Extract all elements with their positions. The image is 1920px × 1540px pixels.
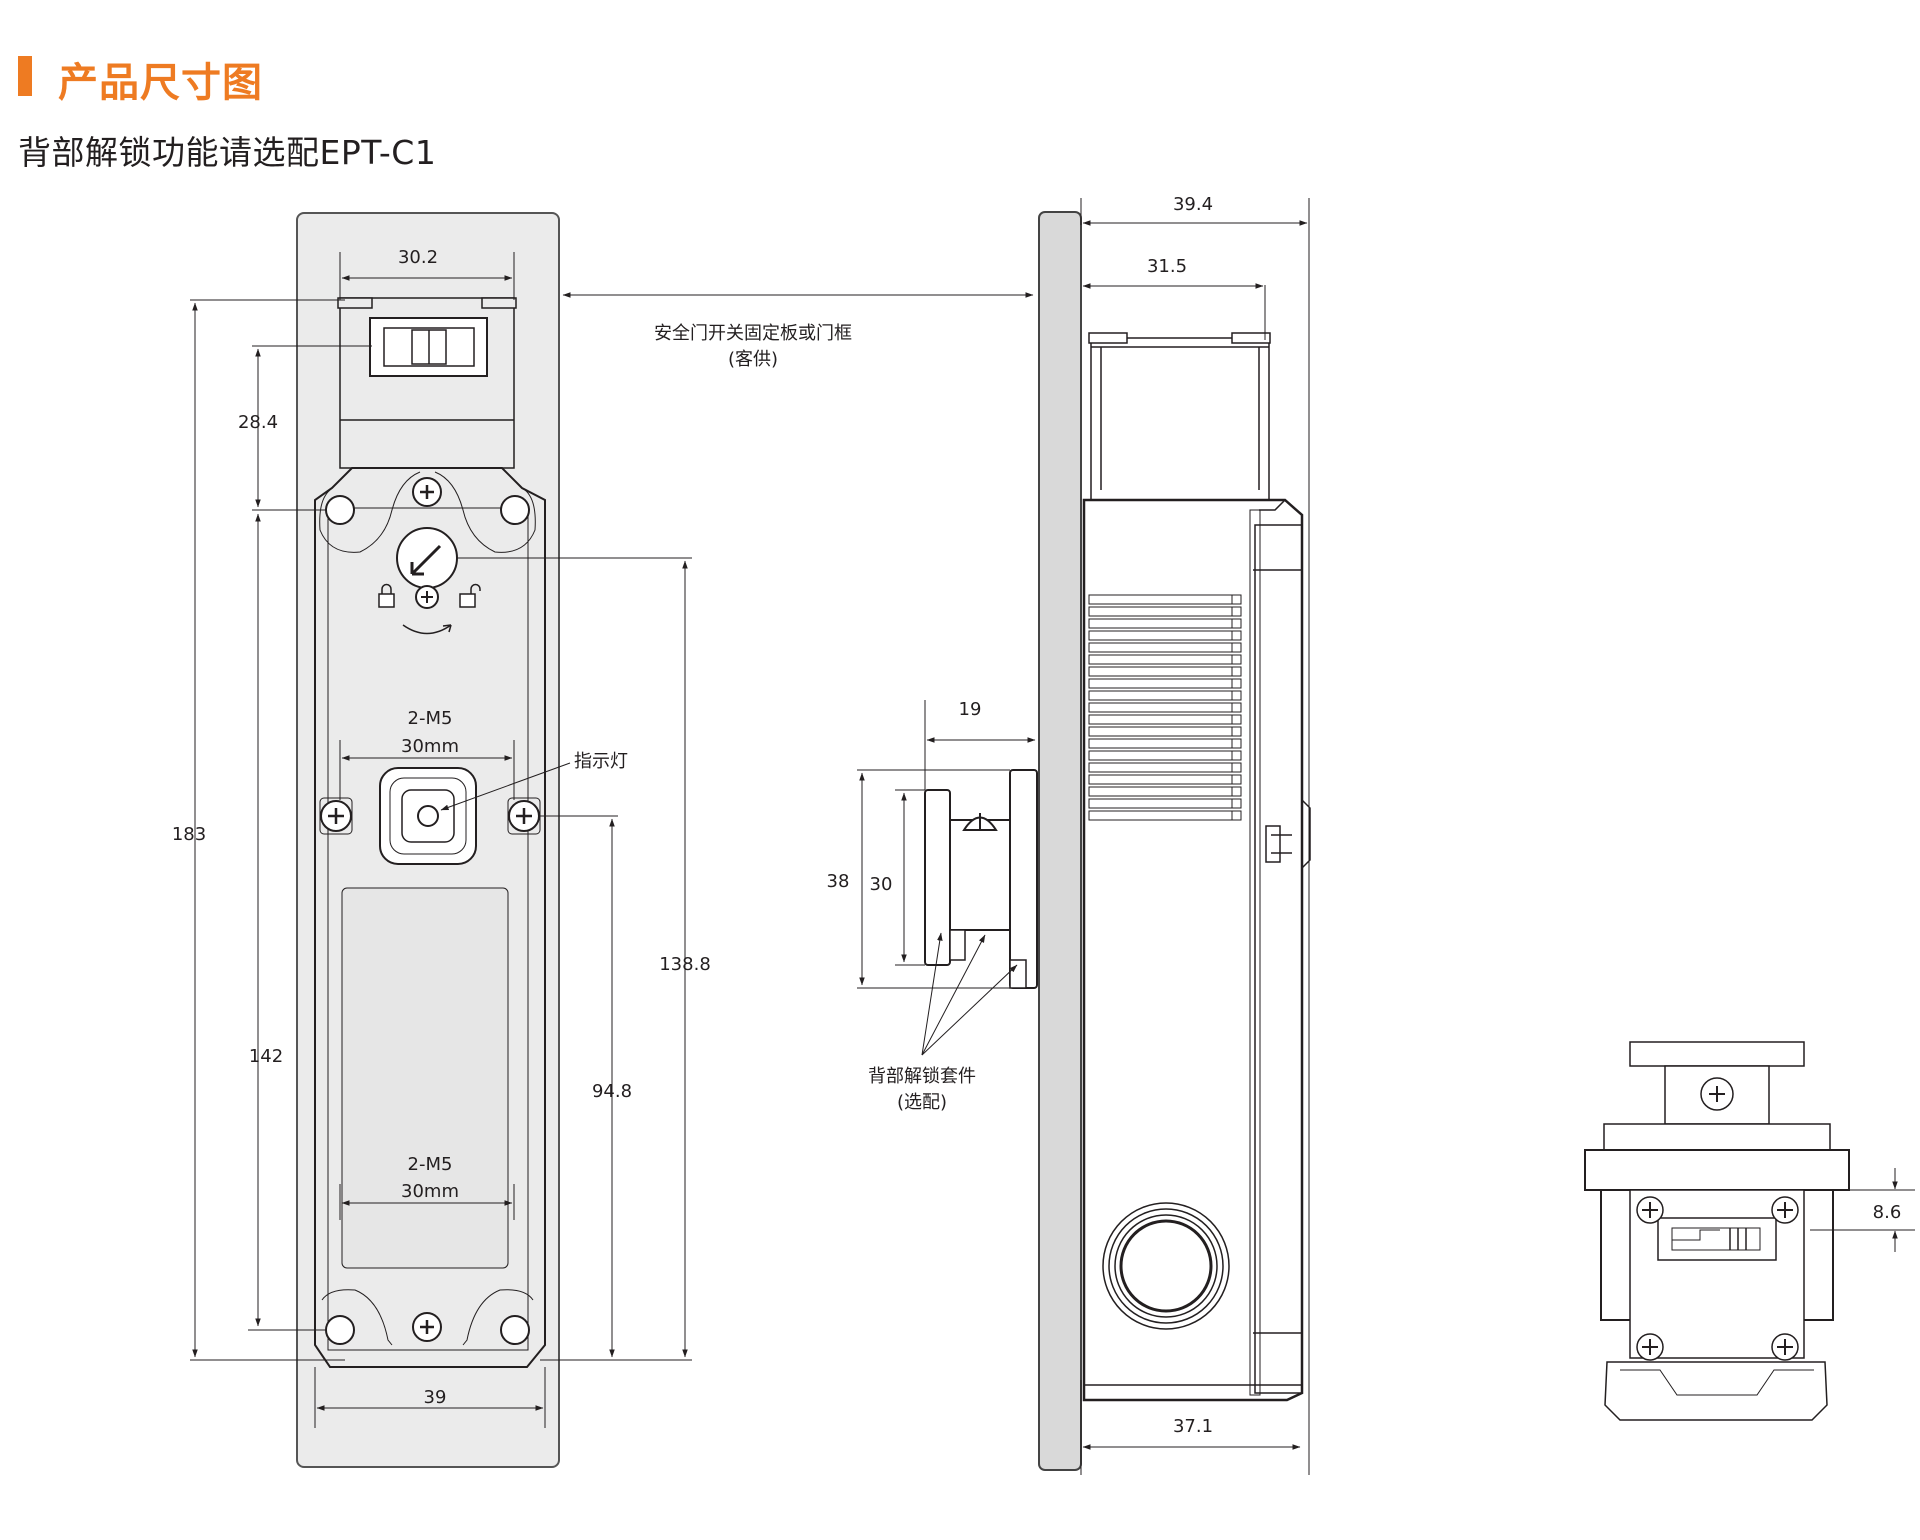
locked-icon [378, 583, 395, 608]
dim-unlock-inner-height: 30 [870, 874, 893, 895]
rotate-arrow [402, 624, 452, 635]
dim-screw-to-bottom: 94.8 [592, 1081, 632, 1102]
page-subtitle: 背部解锁功能请选配EPT-C1 [18, 133, 437, 172]
upper-right-hole [500, 495, 530, 525]
ventilation-ribs [1088, 594, 1242, 821]
unlocked-icon [459, 583, 481, 608]
plate-note-line1: 安全门开关固定板或门框 [654, 323, 852, 344]
lower-left-hole [325, 1315, 355, 1345]
top-dimensions [1810, 1168, 1915, 1252]
dim-light-to-bottom: 138.8 [659, 954, 711, 975]
unlock-kit-label-line2: (选配) [897, 1092, 947, 1113]
dim-depth-total: 39.4 [1173, 194, 1213, 215]
label-area [341, 887, 509, 1269]
side-actuator-head [1090, 337, 1270, 501]
dim-upper-offset: 28.4 [238, 412, 278, 433]
dim-depth-bottom: 37.1 [1173, 1416, 1213, 1437]
mount-bottom-line2: 30mm [401, 1181, 459, 1202]
dim-width-bottom: 39 [424, 1387, 447, 1408]
mount-bottom-line1: 2-M5 [408, 1154, 453, 1175]
indicator-light [417, 805, 439, 827]
side-mounting-plate [1038, 211, 1082, 1471]
dim-top-offset: 8.6 [1873, 1202, 1902, 1223]
dim-height-total: 183 [172, 824, 206, 845]
side-latch [1301, 799, 1311, 869]
dim-unlock-offset: 19 [959, 699, 982, 720]
front-dimensions [190, 252, 1034, 1428]
lower-right-hole [500, 1315, 530, 1345]
dim-hole-spacing: 142 [249, 1046, 283, 1067]
dim-unlock-outer-height: 38 [827, 871, 850, 892]
mount-top-line2: 30mm [401, 736, 459, 757]
section-title: 产品尺寸图 [58, 60, 263, 106]
unlock-kit-label-line1: 背部解锁套件 [868, 1066, 976, 1087]
side-dimensions [857, 198, 1310, 1475]
indicator-label: 指示灯 [574, 751, 628, 772]
upper-left-hole [325, 495, 355, 525]
mount-top-line1: 2-M5 [408, 708, 453, 729]
top-view [1584, 1041, 1850, 1421]
dim-width-top: 30.2 [398, 247, 438, 268]
side-switch-body [1082, 498, 1304, 1402]
dim-depth-head: 31.5 [1147, 256, 1187, 277]
plate-note-line2: (客供) [728, 349, 778, 370]
cable-gland [1102, 1202, 1230, 1330]
accent-bar [18, 56, 32, 96]
side-view [924, 211, 1311, 1471]
back-unlock-kit [924, 769, 1038, 989]
front-view [296, 212, 560, 1468]
